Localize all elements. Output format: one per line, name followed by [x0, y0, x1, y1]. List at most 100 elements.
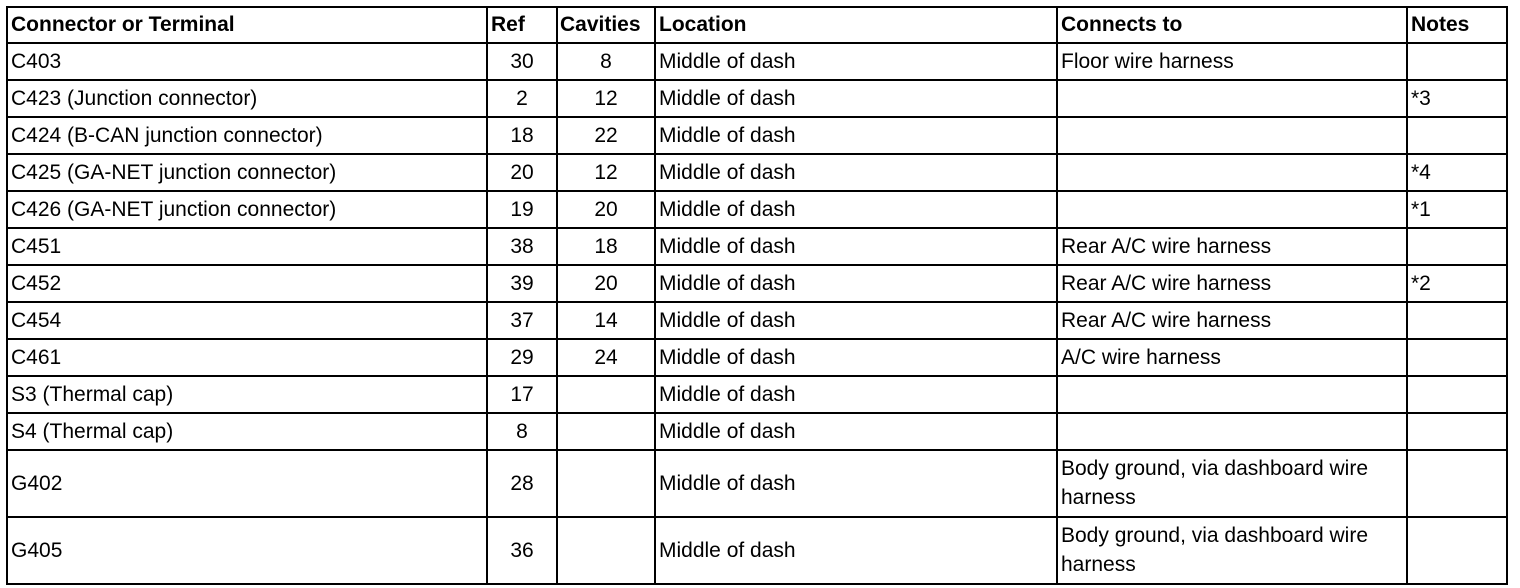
cell-cavities: 22 [556, 116, 656, 155]
cell-cavities: 12 [556, 79, 656, 118]
cell-notes [1406, 375, 1508, 414]
cell-connects-to [1056, 412, 1408, 451]
cell-location: Middle of dash [654, 79, 1058, 118]
cell-terminal: G402 [6, 449, 488, 518]
cell-notes [1406, 412, 1508, 451]
header-terminal: Connector or Terminal [6, 6, 488, 44]
cell-ref: 38 [486, 227, 558, 266]
header-row: Connector or Terminal Ref Cavities Locat… [6, 6, 1508, 44]
cell-terminal: S3 (Thermal cap) [6, 375, 488, 414]
cell-terminal: C451 [6, 227, 488, 266]
cell-location: Middle of dash [654, 338, 1058, 377]
cell-connects-to: Rear A/C wire harness [1056, 301, 1408, 340]
cell-cavities: 18 [556, 227, 656, 266]
table-header: Connector or Terminal Ref Cavities Locat… [6, 6, 1508, 44]
cell-notes [1406, 227, 1508, 266]
cell-ref: 39 [486, 264, 558, 303]
cell-notes: *3 [1406, 79, 1508, 118]
connector-table: Connector or Terminal Ref Cavities Locat… [6, 6, 1508, 585]
cell-cavities: 12 [556, 153, 656, 192]
cell-location: Middle of dash [654, 153, 1058, 192]
table-row: S4 (Thermal cap)8 Middle of dash [6, 412, 1508, 451]
cell-cavities: 20 [556, 190, 656, 229]
cell-connects-to [1056, 375, 1408, 414]
cell-terminal: S4 (Thermal cap) [6, 412, 488, 451]
cell-location: Middle of dash [654, 449, 1058, 518]
cell-location: Middle of dash [654, 42, 1058, 81]
cell-notes [1406, 516, 1508, 585]
table-row: S3 (Thermal cap)17 Middle of dash [6, 375, 1508, 414]
cell-notes [1406, 449, 1508, 518]
cell-ref: 18 [486, 116, 558, 155]
cell-cavities [556, 375, 656, 414]
cell-location: Middle of dash [654, 301, 1058, 340]
cell-terminal: C425 (GA-NET junction connector) [6, 153, 488, 192]
cell-notes: *4 [1406, 153, 1508, 192]
header-location: Location [654, 6, 1058, 44]
cell-location: Middle of dash [654, 412, 1058, 451]
cell-ref: 28 [486, 449, 558, 518]
header-notes: Notes [1406, 6, 1508, 44]
cell-ref: 19 [486, 190, 558, 229]
cell-connects-to [1056, 190, 1408, 229]
cell-location: Middle of dash [654, 190, 1058, 229]
header-connects-to: Connects to [1056, 6, 1408, 44]
header-ref: Ref [486, 6, 558, 44]
cell-ref: 8 [486, 412, 558, 451]
cell-notes: *2 [1406, 264, 1508, 303]
cell-location: Middle of dash [654, 116, 1058, 155]
cell-notes [1406, 116, 1508, 155]
cell-ref: 17 [486, 375, 558, 414]
cell-connects-to: Rear A/C wire harness [1056, 264, 1408, 303]
cell-connects-to: Body ground, via dashboard wire harness [1056, 516, 1408, 585]
cell-ref: 2 [486, 79, 558, 118]
cell-terminal: C426 (GA-NET junction connector) [6, 190, 488, 229]
cell-connects-to [1056, 153, 1408, 192]
cell-connects-to: Floor wire harness [1056, 42, 1408, 81]
cell-ref: 37 [486, 301, 558, 340]
cell-notes [1406, 338, 1508, 377]
cell-connects-to [1056, 116, 1408, 155]
cell-terminal: C461 [6, 338, 488, 377]
cell-cavities: 20 [556, 264, 656, 303]
cell-location: Middle of dash [654, 264, 1058, 303]
cell-terminal: C452 [6, 264, 488, 303]
cell-cavities: 8 [556, 42, 656, 81]
cell-cavities [556, 412, 656, 451]
cell-location: Middle of dash [654, 227, 1058, 266]
cell-terminal: C403 [6, 42, 488, 81]
cell-cavities [556, 449, 656, 518]
cell-terminal: G405 [6, 516, 488, 585]
cell-cavities: 14 [556, 301, 656, 340]
cell-notes [1406, 42, 1508, 81]
cell-terminal: C454 [6, 301, 488, 340]
cell-location: Middle of dash [654, 375, 1058, 414]
cell-terminal: C423 (Junction connector) [6, 79, 488, 118]
cell-notes: *1 [1406, 190, 1508, 229]
cell-ref: 20 [486, 153, 558, 192]
cell-ref: 29 [486, 338, 558, 377]
cell-cavities: 24 [556, 338, 656, 377]
header-cavities: Cavities [556, 6, 656, 44]
cell-notes [1406, 301, 1508, 340]
cell-cavities [556, 516, 656, 585]
cell-terminal: C424 (B-CAN junction connector) [6, 116, 488, 155]
cell-connects-to: Body ground, via dashboard wire harness [1056, 449, 1408, 518]
cell-connects-to: A/C wire harness [1056, 338, 1408, 377]
cell-connects-to [1056, 79, 1408, 118]
cell-connects-to: Rear A/C wire harness [1056, 227, 1408, 266]
cell-ref: 30 [486, 42, 558, 81]
cell-location: Middle of dash [654, 516, 1058, 585]
